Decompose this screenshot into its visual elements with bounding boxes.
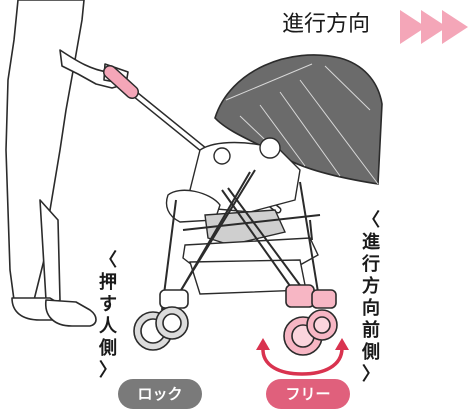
stroller-frame <box>161 169 321 311</box>
direction-arrows-icon <box>400 10 468 44</box>
pusher-side-label: 〈 押 す 人 側 〉 <box>99 250 117 381</box>
front-wheels <box>283 284 338 356</box>
front-side-label: 〈 進 行 方 向 前 側 〉 <box>362 210 380 385</box>
stroller-canopy <box>214 54 383 185</box>
free-badge: フリー <box>266 379 350 409</box>
direction-title: 進行方向 <box>282 12 371 37</box>
rear-wheels <box>133 289 189 351</box>
lock-badge: ロック <box>118 379 202 409</box>
rotation-arrow-icon <box>256 338 349 376</box>
